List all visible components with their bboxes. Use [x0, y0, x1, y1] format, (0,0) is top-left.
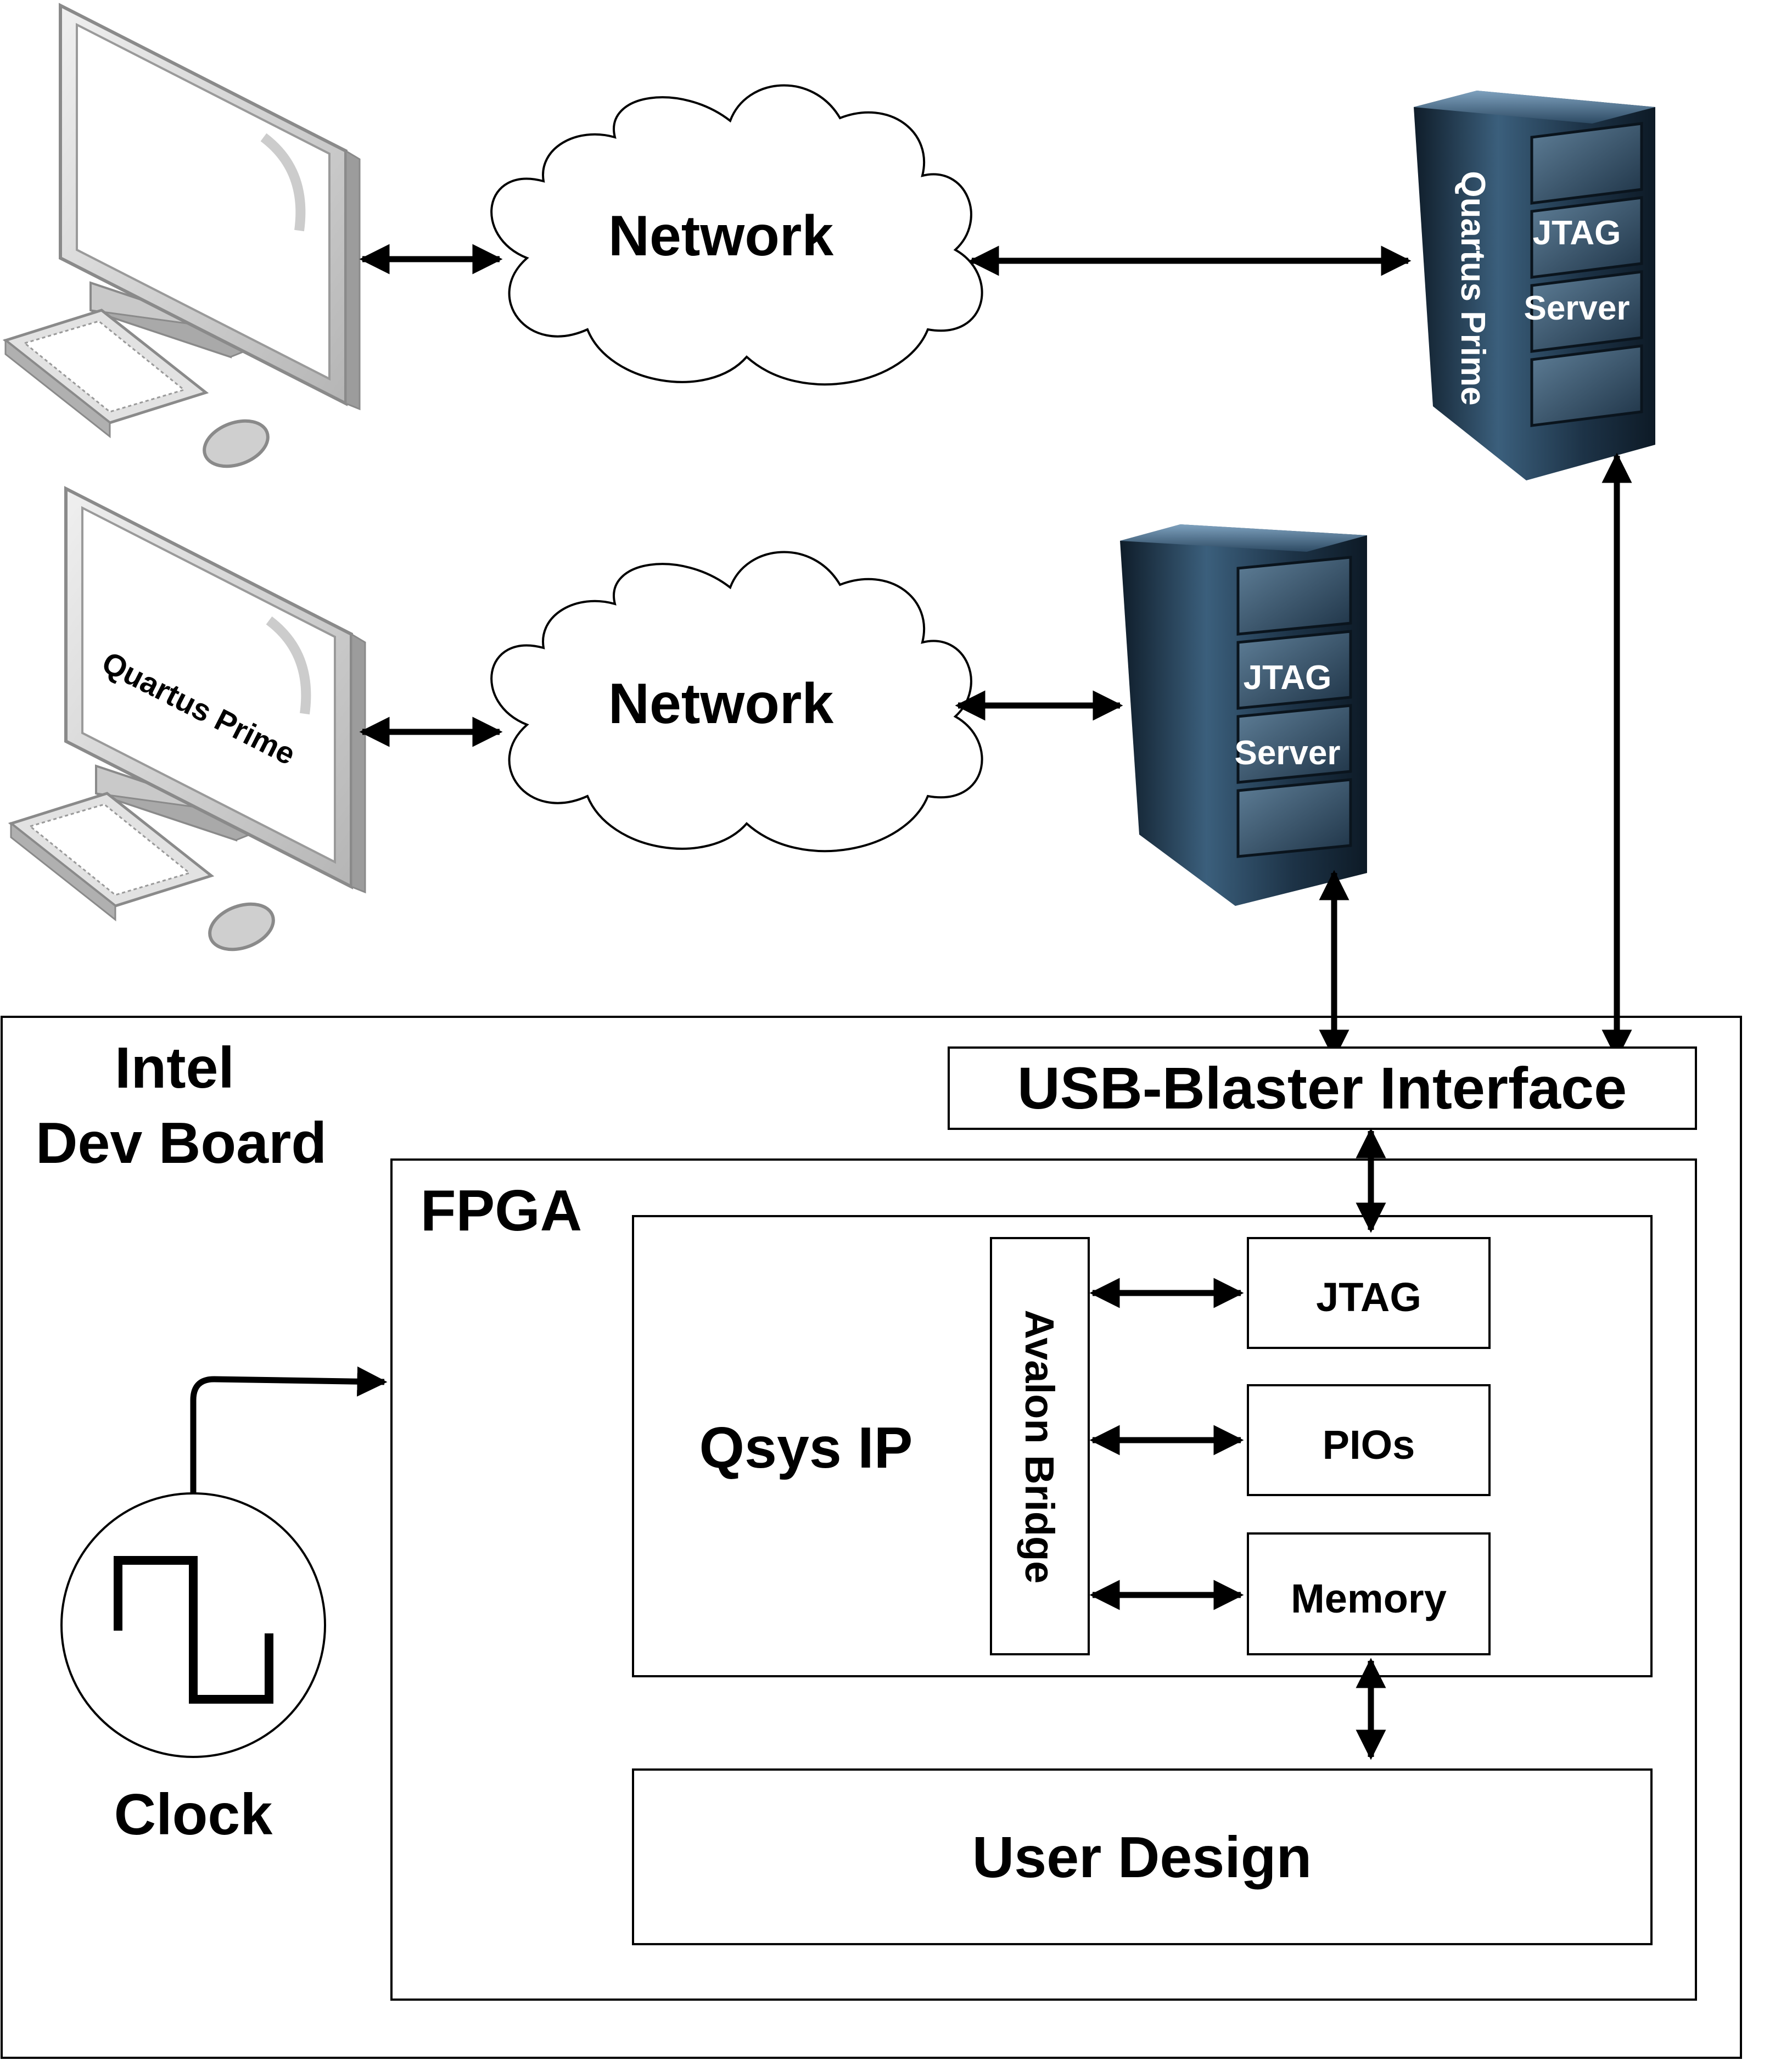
- user-design-box: [632, 1768, 1653, 1945]
- server-label-server-middle: Server: [1234, 734, 1341, 772]
- dev-board-box: [1, 1016, 1742, 2059]
- computer-icon: [8, 486, 366, 951]
- pios-module-box: [1247, 1384, 1491, 1496]
- memory-module-box: [1247, 1532, 1491, 1655]
- network-cloud-icon: [490, 551, 983, 853]
- computer-icon: [2, 3, 361, 468]
- jtag-module-box: [1247, 1237, 1491, 1349]
- fpga-box: [390, 1158, 1697, 2001]
- arrow-clock-fpga: [190, 1366, 388, 1496]
- network-cloud-icon: [490, 84, 983, 386]
- qsys-label: Qsys IP: [699, 1415, 913, 1480]
- server-rack-icon: [1120, 524, 1367, 906]
- usb-blaster-box: [948, 1046, 1697, 1130]
- usb-blaster-label: USB-Blaster Interface: [1017, 1055, 1627, 1121]
- clock-label: Clock: [114, 1782, 273, 1847]
- avalon-bridge-box: [990, 1237, 1090, 1655]
- connection-arrows: [190, 244, 1632, 1760]
- clock-icon: [60, 1492, 326, 1758]
- server-side-label-quartus: Quartus Prime: [1454, 171, 1492, 406]
- fpga-label: FPGA: [420, 1178, 583, 1243]
- server-rack-icon: [1414, 91, 1655, 480]
- user-design-label: User Design: [972, 1825, 1312, 1890]
- board-title-line2: Dev Board: [35, 1111, 327, 1175]
- network-label-middle: Network: [608, 672, 834, 736]
- server-label-server-top: Server: [1524, 289, 1630, 327]
- network-label-top: Network: [608, 204, 834, 268]
- jtag-module-label: JTAG: [1316, 1274, 1421, 1320]
- server-label-jtag-top: JTAG: [1532, 214, 1621, 252]
- avalon-bridge-label: Avalon Bridge: [1017, 1309, 1062, 1584]
- memory-module-label: Memory: [1291, 1576, 1447, 1621]
- qsys-box: [632, 1215, 1653, 1677]
- server-label-jtag-middle: JTAG: [1243, 659, 1332, 697]
- board-title-line1: Intel: [115, 1035, 234, 1100]
- pios-module-label: PIOs: [1322, 1422, 1415, 1468]
